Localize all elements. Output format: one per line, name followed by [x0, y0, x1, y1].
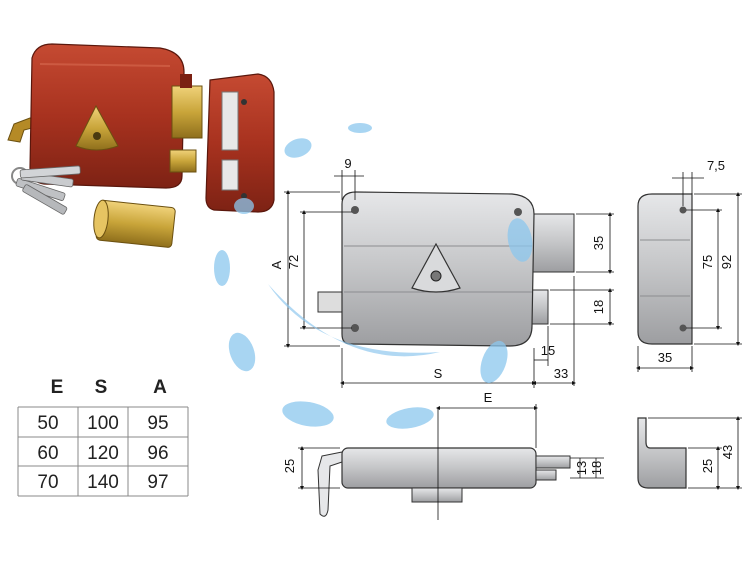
dim-43: 43 [720, 445, 735, 459]
dim-92: 92 [719, 255, 734, 269]
dim-13: 13 [574, 461, 589, 475]
watermark-logo [214, 123, 533, 429]
lock-body-bottom [341, 447, 537, 489]
screw-hole [351, 206, 359, 214]
deadbolt [527, 213, 575, 273]
spare-cylinder-photo [93, 199, 176, 248]
table-header-s: S [95, 377, 108, 398]
table-cell: 70 [37, 472, 58, 493]
table-cell: 96 [147, 443, 168, 464]
dim-18-front: 18 [591, 300, 606, 314]
dim-18-bottom: 18 [589, 461, 604, 475]
dim-25-bottom: 25 [282, 459, 297, 473]
dim-e: E [484, 390, 493, 405]
dim-s: S [434, 366, 443, 381]
lever-bottom [317, 451, 343, 517]
lever-tab [317, 291, 345, 313]
dim-25-end: 25 [700, 459, 715, 473]
table-cell: 120 [87, 443, 119, 464]
dim-7-5: 7,5 [707, 158, 725, 173]
table-cell: 140 [87, 472, 119, 493]
lock-body-end [637, 417, 687, 489]
dim-72: 72 [286, 255, 301, 269]
bottom-view-drawing: E 25 13 18 [282, 390, 604, 520]
keys-photo [11, 165, 81, 215]
cylinder-front [411, 242, 461, 293]
table-cell: 95 [147, 413, 168, 434]
dim-15: 15 [541, 343, 555, 358]
dim-a: A [269, 260, 284, 269]
dim-35-side: 35 [658, 350, 672, 365]
keeper-photo [205, 73, 275, 213]
table-header-a: A [153, 377, 167, 398]
screw-hole [679, 206, 687, 214]
end-view-drawing: 25 43 [637, 416, 742, 490]
dim-35-front: 35 [591, 236, 606, 250]
dim-9: 9 [344, 156, 351, 171]
screw-hole [514, 208, 522, 216]
table-cell: 60 [37, 443, 58, 464]
product-photo [7, 43, 275, 248]
dimension-table: E S A 50 100 95 60 120 96 70 140 97 [17, 377, 189, 497]
table-header-e: E [51, 377, 64, 398]
table-cell: 97 [147, 472, 168, 493]
screw-hole [679, 324, 687, 332]
screw-hole [351, 324, 359, 332]
side-view-drawing: 7,5 75 92 35 [636, 158, 742, 372]
dim-75: 75 [700, 255, 715, 269]
lock-body-side [637, 193, 693, 345]
table-cell: 100 [87, 413, 119, 434]
dim-33: 33 [554, 366, 568, 381]
front-view-drawing: 9 A 72 35 18 15 33 S [269, 156, 614, 388]
cylinder-photo [75, 104, 119, 151]
table-cell: 50 [37, 413, 58, 434]
